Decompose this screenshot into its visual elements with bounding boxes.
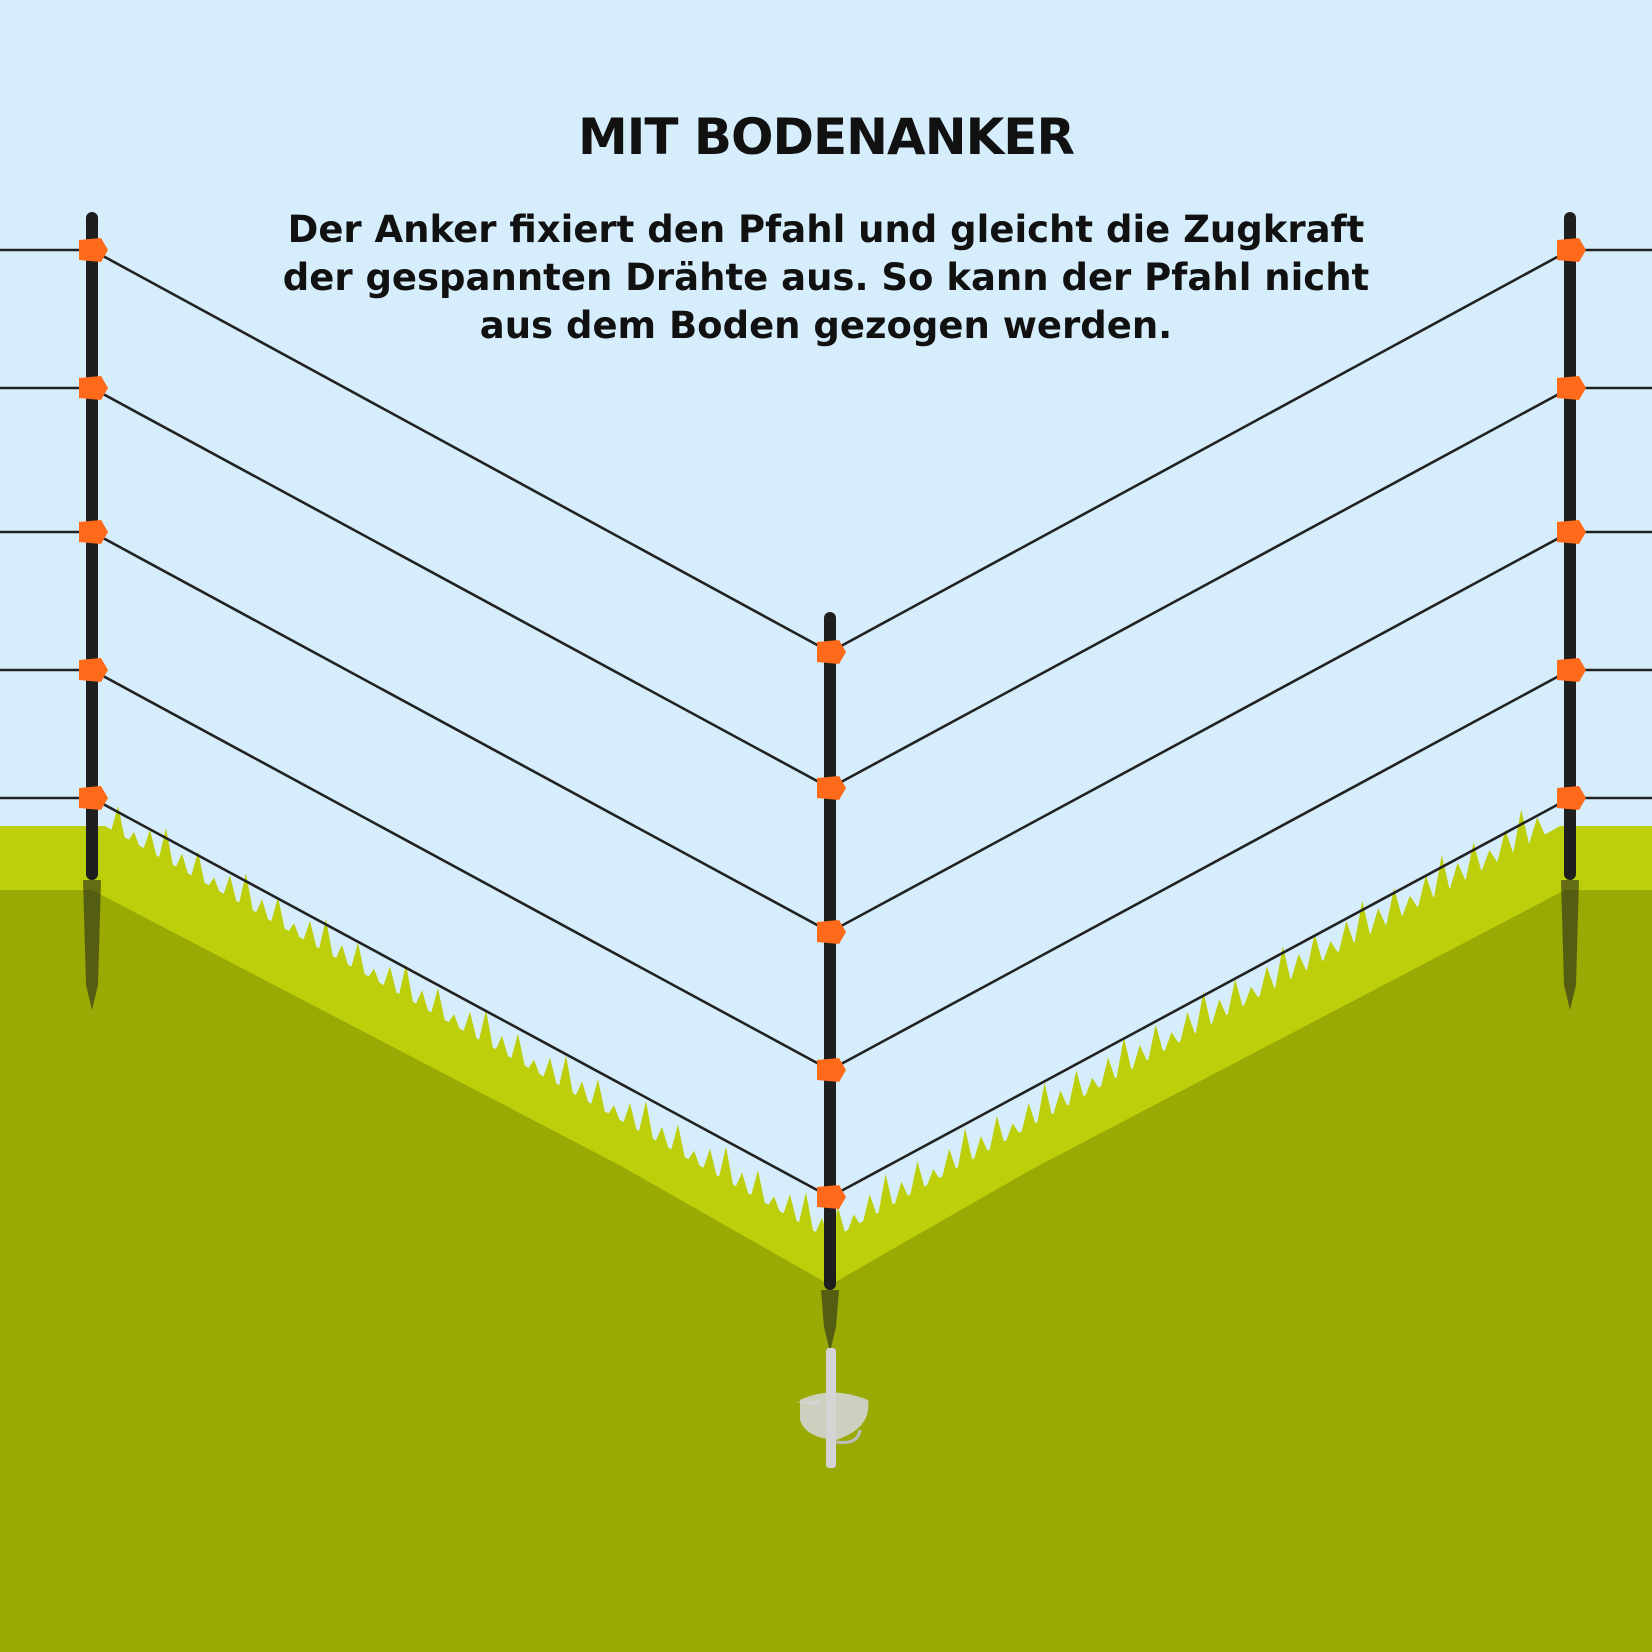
wire: [829, 796, 1571, 1199]
wire: [91, 668, 831, 1072]
grass-icon: [830, 809, 1545, 1285]
insulator-icon: [1557, 238, 1586, 262]
insulator-icon: [817, 776, 846, 800]
description-text: Der Anker fixiert den Pfahl und gleicht …: [282, 208, 1370, 347]
ground-anchor-icon: [797, 1348, 869, 1468]
insulator-icon: [817, 920, 846, 944]
insulator-icon: [79, 520, 108, 544]
insulator-icon: [79, 376, 108, 400]
wire: [91, 530, 831, 934]
page-title: MIT BODENANKER: [578, 108, 1075, 166]
insulator-icon: [1557, 786, 1586, 810]
insulator-icon: [817, 1058, 846, 1082]
wire: [829, 668, 1571, 1072]
insulator-icon: [79, 238, 108, 262]
wire: [829, 530, 1571, 934]
insulator-icon: [817, 1185, 846, 1209]
wire: [829, 386, 1571, 790]
grass-icon: [110, 806, 830, 1285]
wire: [91, 248, 831, 654]
insulator-icon: [79, 786, 108, 810]
insulator-icon: [79, 658, 108, 682]
ground: [0, 890, 1652, 1652]
wire: [91, 796, 831, 1199]
wire: [829, 248, 1571, 654]
insulator-icon: [1557, 520, 1586, 544]
insulator-icon: [1557, 376, 1586, 400]
insulator-icon: [817, 640, 846, 664]
insulators-group: [79, 238, 1586, 1209]
wires-group: [0, 248, 1652, 1199]
insulator-icon: [1557, 658, 1586, 682]
wire: [91, 386, 831, 790]
